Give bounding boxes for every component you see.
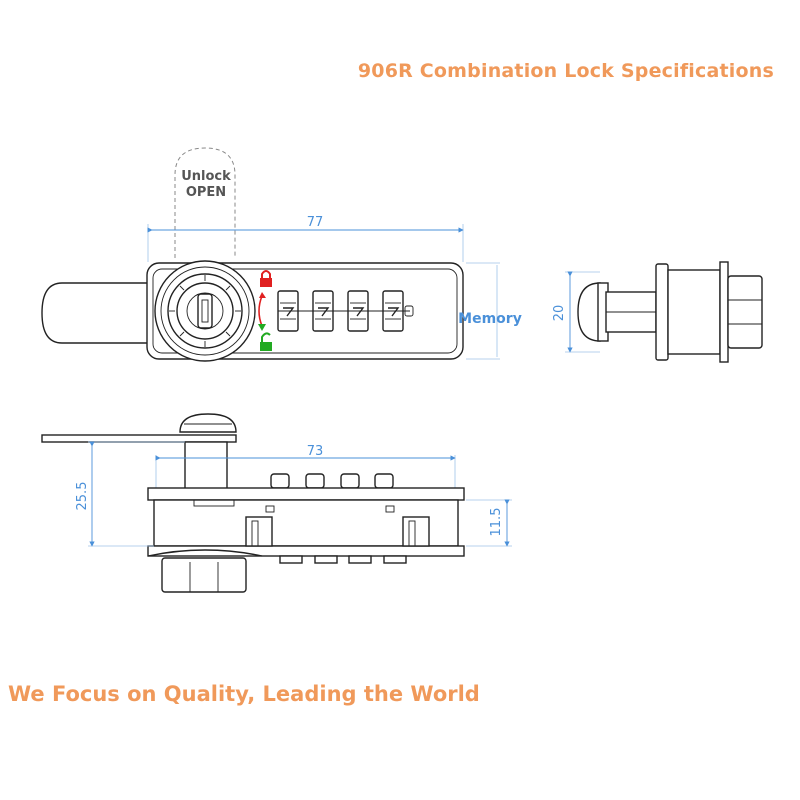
side-body: [667, 269, 721, 355]
cam-nut: [179, 413, 237, 433]
bottom-width-dim: 73: [307, 444, 324, 459]
slogan: We Focus on Quality, Leading the World: [8, 682, 480, 706]
unlock-outline: [174, 147, 236, 258]
unlock-label: Unlock: [181, 169, 231, 184]
combination-wheels: [277, 290, 414, 332]
mounting-plate: [41, 434, 237, 443]
lock-open-icon: [260, 332, 272, 351]
front-view: Unlock OPEN 77: [41, 147, 522, 362]
clip-right: [402, 516, 430, 547]
side-faceplate: [655, 263, 669, 361]
body-top-rail: [147, 487, 465, 501]
bottom-view: 73 25.5 11.: [41, 413, 512, 593]
shaft: [184, 441, 228, 490]
memory-label: Memory: [458, 311, 522, 327]
side-end-cap: [727, 275, 763, 349]
overall-width-dim: 77: [307, 215, 324, 230]
latch-tongue: [41, 282, 150, 344]
side-view: 20: [552, 261, 763, 363]
open-label: OPEN: [186, 185, 226, 200]
depth-dim: 25.5: [75, 482, 90, 511]
keyhole: [197, 293, 213, 329]
rotate-arrow-icon: [258, 292, 266, 331]
clip-left: [245, 516, 273, 547]
page-title: 906R Combination Lock Specifications: [357, 60, 774, 82]
lock-closed-icon: [260, 270, 272, 287]
cam-dome: [577, 282, 601, 342]
side-height-dim: 20: [552, 305, 567, 322]
cylinder-nut: [161, 557, 247, 593]
body-height-dim: 11.5: [489, 508, 504, 537]
